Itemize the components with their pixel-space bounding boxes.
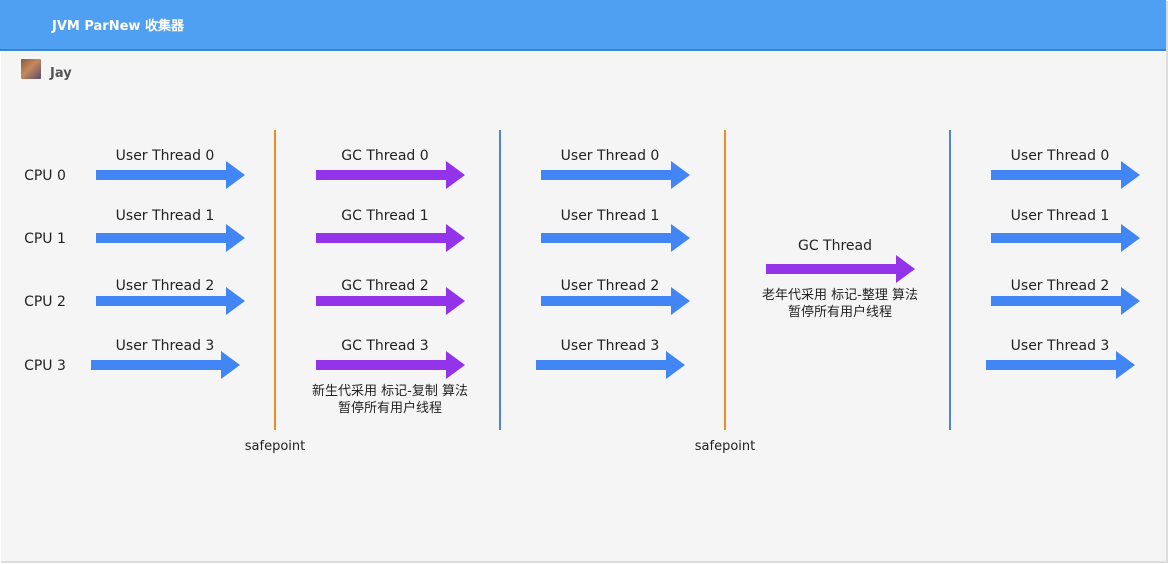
user-thread-arrow xyxy=(541,287,690,315)
gc-thread-arrow xyxy=(316,161,465,189)
user-thread-arrow xyxy=(991,161,1140,189)
safepoint-label: safepoint xyxy=(695,439,755,454)
gc-thread-arrow xyxy=(316,224,465,252)
user-thread-arrow xyxy=(536,351,685,379)
user-thread-label: User Thread 1 xyxy=(1011,208,1110,224)
phase4-group: GC Thread 老年代采用 标记-整理 算法 暂停所有用户线程 xyxy=(762,238,918,320)
page-title: JVM ParNew 收集器 xyxy=(52,19,184,34)
gc-thread-arrow xyxy=(766,255,915,283)
author-name: Jay xyxy=(50,66,72,81)
user-thread-arrow xyxy=(541,161,690,189)
user-thread-arrow xyxy=(96,161,245,189)
user-thread-label: User Thread 1 xyxy=(116,208,215,224)
user-thread-arrow xyxy=(541,224,690,252)
cpu-label-3: CPU 3 xyxy=(24,358,66,374)
user-thread-arrow xyxy=(991,224,1140,252)
phase1-group: User Thread 0 User Thread 1 User Thread … xyxy=(91,148,245,379)
user-thread-label: User Thread 0 xyxy=(116,148,215,164)
user-thread-label: User Thread 2 xyxy=(116,278,215,294)
gc-thread-arrow xyxy=(316,351,465,379)
gc-thread-label: GC Thread 3 xyxy=(341,338,428,354)
user-thread-label: User Thread 3 xyxy=(116,338,215,354)
gc-thread-label: GC Thread 1 xyxy=(341,208,428,224)
header-bar: JVM ParNew 收集器 xyxy=(0,0,1166,51)
pause-note: 暂停所有用户线程 xyxy=(788,304,892,320)
phase2-group: GC Thread 0 GC Thread 1 GC Thread 2 GC T… xyxy=(312,148,468,416)
gc-thread-arrow xyxy=(316,287,465,315)
gc-thread-label: GC Thread xyxy=(798,238,872,254)
user-thread-arrow xyxy=(986,351,1135,379)
phase5-group: User Thread 0 User Thread 1 User Thread … xyxy=(986,148,1140,379)
pause-note: 暂停所有用户线程 xyxy=(338,400,442,416)
user-thread-label: User Thread 0 xyxy=(1011,148,1110,164)
cpu-label-0: CPU 0 xyxy=(24,168,66,184)
user-thread-label: User Thread 2 xyxy=(1011,278,1110,294)
user-thread-arrow xyxy=(991,287,1140,315)
cpu-label-2: CPU 2 xyxy=(24,294,66,310)
user-thread-label: User Thread 3 xyxy=(1011,338,1110,354)
user-thread-arrow xyxy=(96,287,245,315)
user-thread-label: User Thread 1 xyxy=(561,208,660,224)
user-thread-arrow xyxy=(91,351,240,379)
user-thread-label: User Thread 3 xyxy=(561,338,660,354)
phase3-group: User Thread 0 User Thread 1 User Thread … xyxy=(536,148,690,379)
young-gen-note: 新生代采用 标记-复制 算法 xyxy=(312,383,468,399)
avatar xyxy=(21,59,41,79)
gc-thread-label: GC Thread 0 xyxy=(341,148,428,164)
safepoint-label: safepoint xyxy=(245,439,305,454)
user-thread-label: User Thread 0 xyxy=(561,148,660,164)
gc-thread-label: GC Thread 2 xyxy=(341,278,428,294)
old-gen-note: 老年代采用 标记-整理 算法 xyxy=(762,288,918,303)
user-thread-label: User Thread 2 xyxy=(561,278,660,294)
cpu-label-1: CPU 1 xyxy=(24,231,66,247)
user-thread-arrow xyxy=(96,224,245,252)
